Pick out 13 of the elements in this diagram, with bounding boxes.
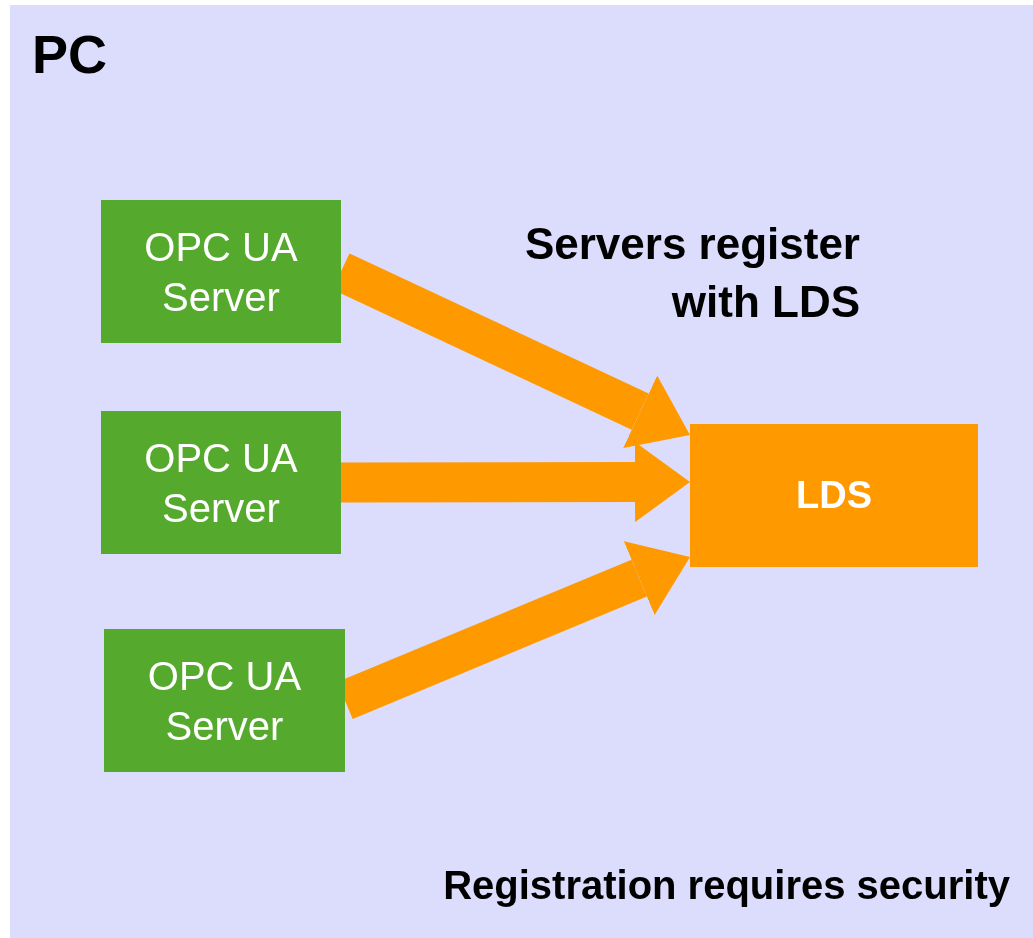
panel-title: PC xyxy=(32,23,107,85)
server-box xyxy=(101,200,341,343)
server-box xyxy=(104,629,345,772)
pc-panel xyxy=(10,5,1033,938)
annotation-text: Servers register with LDS xyxy=(523,218,860,328)
box-label: LDS xyxy=(795,472,873,518)
arrow xyxy=(341,442,690,523)
box-label: OPC UA Server xyxy=(143,223,299,321)
box-label: OPC UA Server xyxy=(146,652,303,750)
box-label: OPC UA Server xyxy=(143,434,299,532)
note-text: Registration requires security xyxy=(442,863,1010,908)
server-box xyxy=(101,411,341,554)
lds-box xyxy=(690,424,978,567)
